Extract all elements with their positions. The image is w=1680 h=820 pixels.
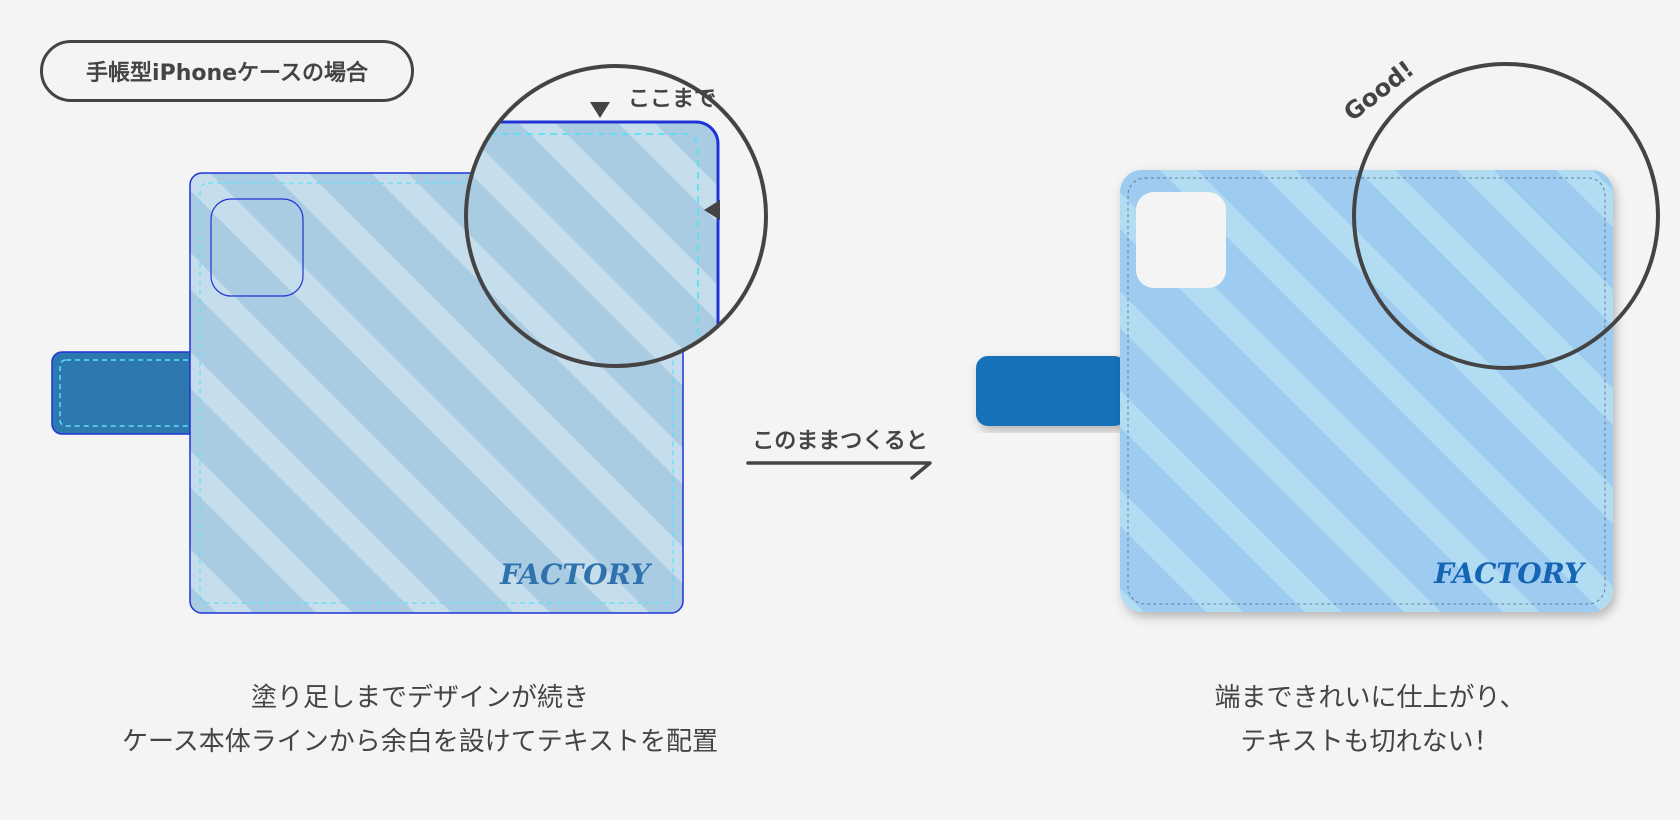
factory-logo: FACTORY [499, 558, 653, 591]
finished-case-body [1120, 170, 1613, 612]
right-caption-line-2: テキストも切れない！ [1240, 727, 1500, 757]
case-type-badge: 手帳型iPhoneケースの場合 [40, 40, 414, 102]
zoom-magnifier: ここまで [464, 64, 768, 368]
finished-strap-tab [976, 356, 1126, 426]
good-tag: Good! [1338, 55, 1419, 127]
safe-area-line [199, 182, 674, 604]
finished-zoom-ring [1352, 62, 1660, 370]
down-pointer-icon [590, 102, 610, 118]
strap-tab [51, 351, 203, 435]
finished-case-mockup: FACTORY Good! [976, 55, 1660, 612]
finished-factory-logo: FACTORY [1433, 557, 1587, 590]
arrow-label: このままつくると [752, 429, 928, 454]
arrow-line-icon [746, 461, 932, 480]
left-caption-line-1: 塗り足しまでデザインが続き [250, 683, 589, 713]
camera-cutout [210, 198, 304, 297]
left-caption: 塗り足しまでデザインが続き ケース本体ラインから余白を設けてテキストを配置 [60, 676, 780, 764]
design-template-mockup: FACTORY ここまで [51, 64, 768, 614]
finished-camera-cutout [1136, 192, 1226, 288]
left-caption-line-2: ケース本体ラインから余白を設けてテキストを配置 [122, 727, 718, 757]
right-caption: 端まできれいに仕上がり、 テキストも切れない！ [1040, 676, 1680, 764]
result-arrow: このままつくると [746, 429, 932, 480]
right-caption-line-1: 端まできれいに仕上がり、 [1214, 683, 1526, 713]
left-pointer-icon [704, 200, 720, 220]
callout-label: ここまで [628, 87, 716, 112]
